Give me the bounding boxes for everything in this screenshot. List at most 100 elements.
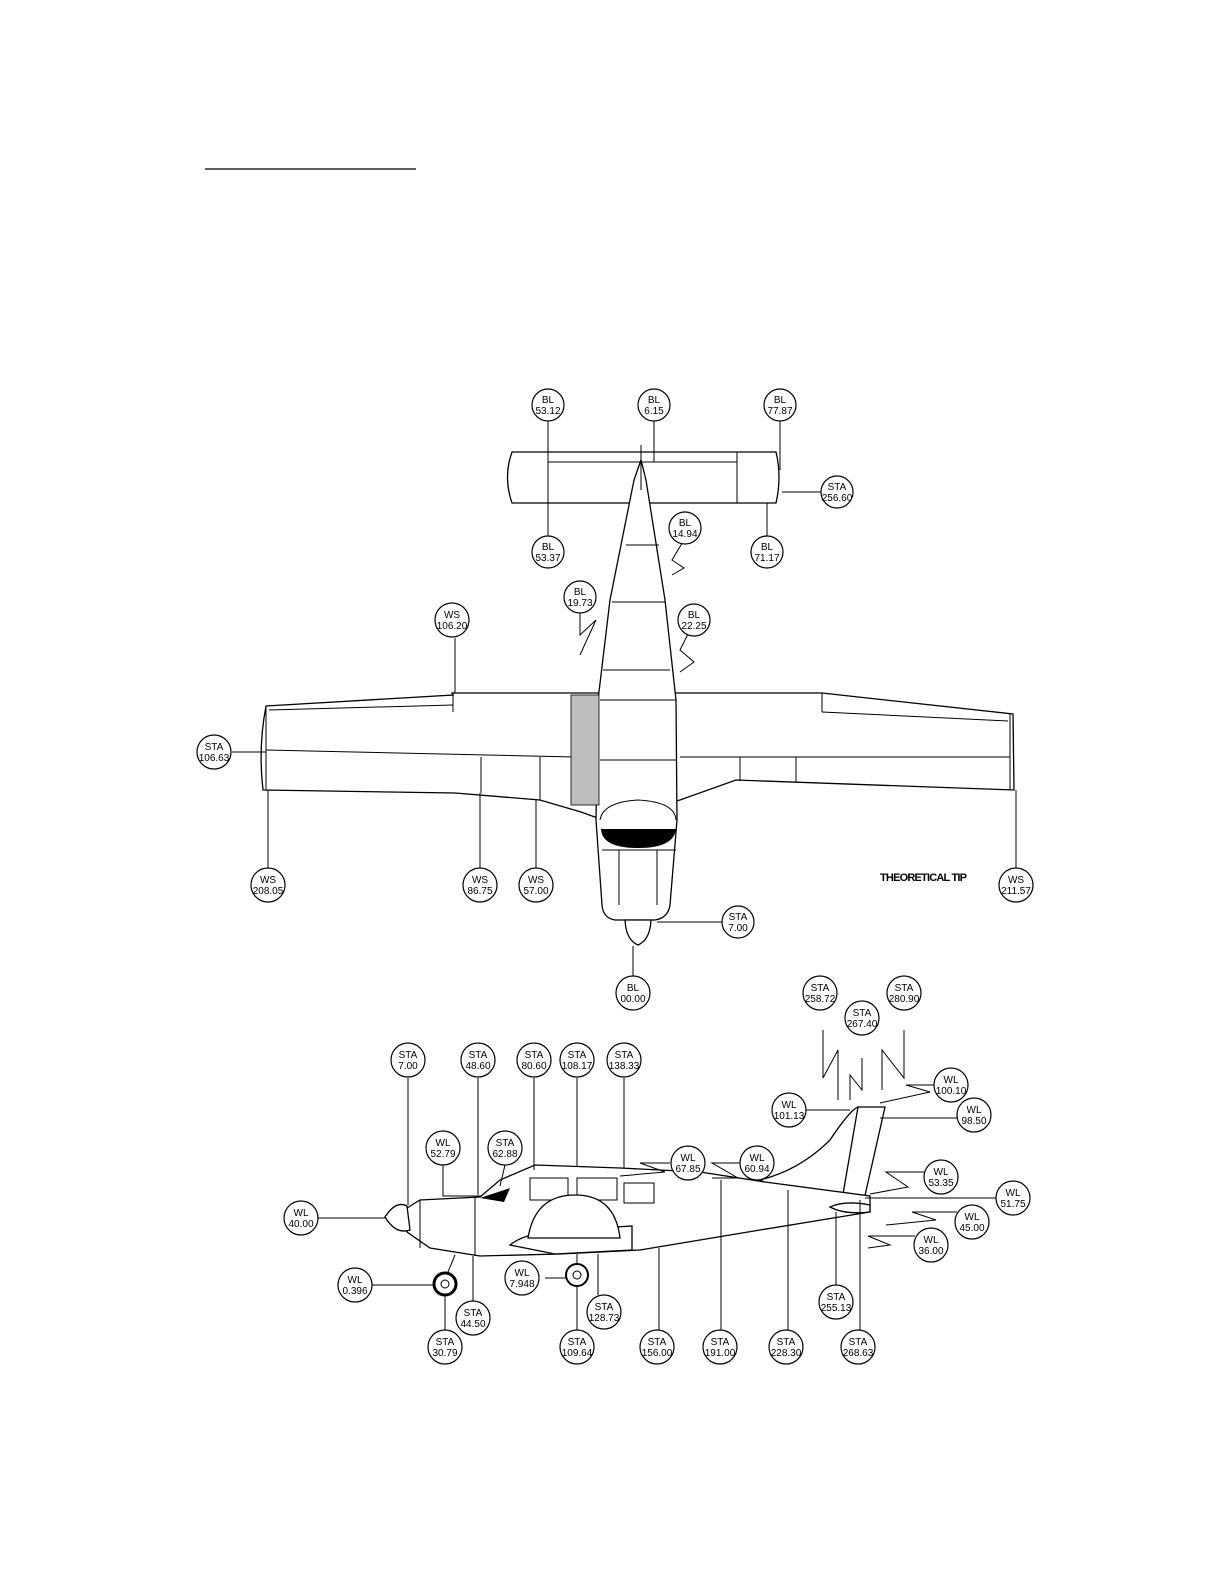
callout-type: BL (688, 610, 701, 621)
callout-value: 156.00 (642, 1348, 673, 1359)
callout-wl-7-948: WL7.948 (504, 1260, 540, 1296)
callout-type: STA (895, 983, 914, 994)
callout-type: WL (924, 1235, 939, 1246)
callout-type: STA (615, 1050, 634, 1061)
fuselage-side (384, 1164, 871, 1257)
callout-value: 258.72 (805, 994, 836, 1005)
callout-type: WL (965, 1212, 980, 1223)
callout-type: STA (849, 1337, 868, 1348)
callout-value: 106.20 (437, 621, 468, 632)
callout-type: BL (574, 587, 587, 598)
callout-value: 53.12 (535, 406, 560, 417)
callout-value: 7.00 (728, 923, 748, 934)
top-view-leaders (232, 420, 1017, 976)
fuselage-top (570, 445, 678, 946)
callout-value: 7.00 (398, 1061, 418, 1072)
callout-type: BL (627, 983, 640, 994)
callout-type: BL (648, 395, 661, 406)
callout-value: 80.60 (521, 1061, 546, 1072)
callout-type: STA (828, 482, 847, 493)
side-view-leaders (318, 1030, 996, 1330)
callout-value: 268.63 (843, 1348, 874, 1359)
callout-value: 86.75 (467, 886, 492, 897)
side-view (318, 1030, 996, 1330)
callout-wl-0-396: WL0.396 (337, 1267, 373, 1303)
callout-type: WL (1006, 1188, 1021, 1199)
callout-value: 106.63 (199, 753, 230, 764)
callout-type: STA (496, 1138, 515, 1149)
callout-type: WS (528, 875, 544, 886)
callout-value: 44.50 (460, 1319, 485, 1330)
callout-type: STA (205, 742, 224, 753)
callout-type: STA (525, 1050, 544, 1061)
callout-value: 101.13 (774, 1111, 805, 1122)
callout-value: 256.60 (822, 493, 853, 504)
callout-value: 53.35 (928, 1178, 953, 1189)
callout-value: 22.25 (681, 621, 706, 632)
top-view (232, 420, 1017, 976)
callout-type: WS (472, 875, 488, 886)
callout-type: STA (595, 1302, 614, 1313)
callout-value: 7.948 (509, 1279, 534, 1290)
callout-type: BL (679, 518, 692, 529)
callout-value: 255.13 (821, 1303, 852, 1314)
callout-type: WL (348, 1275, 363, 1286)
callout-type: WS (260, 875, 276, 886)
callout-value: 48.60 (465, 1061, 490, 1072)
callout-value: 100.10 (936, 1086, 967, 1097)
callout-value: 14.94 (672, 529, 697, 540)
callout-value: 45.00 (959, 1223, 984, 1234)
callout-value: 109.64 (562, 1348, 593, 1359)
callout-type: WL (294, 1208, 309, 1219)
callout-value: 67.85 (675, 1164, 700, 1175)
callout-type: BL (761, 542, 774, 553)
callout-value: 211.57 (1001, 886, 1031, 897)
callout-type: WS (1008, 875, 1024, 886)
callout-value: 30.79 (432, 1348, 457, 1359)
callout-type: STA (853, 1008, 872, 1019)
callout-value: 108.17 (562, 1061, 593, 1072)
callout-type: STA (777, 1337, 796, 1348)
callout-type: WL (934, 1167, 949, 1178)
callout-type: STA (464, 1308, 483, 1319)
callout-type: STA (568, 1337, 587, 1348)
callout-value: 128.73 (589, 1313, 620, 1324)
callout-value: 52.79 (430, 1149, 455, 1160)
callout-type: WL (967, 1105, 982, 1116)
callout-value: 191.00 (705, 1348, 736, 1359)
callout-type: WL (782, 1100, 797, 1111)
callout-value: 208.05 (253, 886, 284, 897)
callout-type: WL (944, 1075, 959, 1086)
landing-gear (432, 1254, 589, 1297)
callout-bl-6-15: BL6.15 (637, 388, 671, 422)
